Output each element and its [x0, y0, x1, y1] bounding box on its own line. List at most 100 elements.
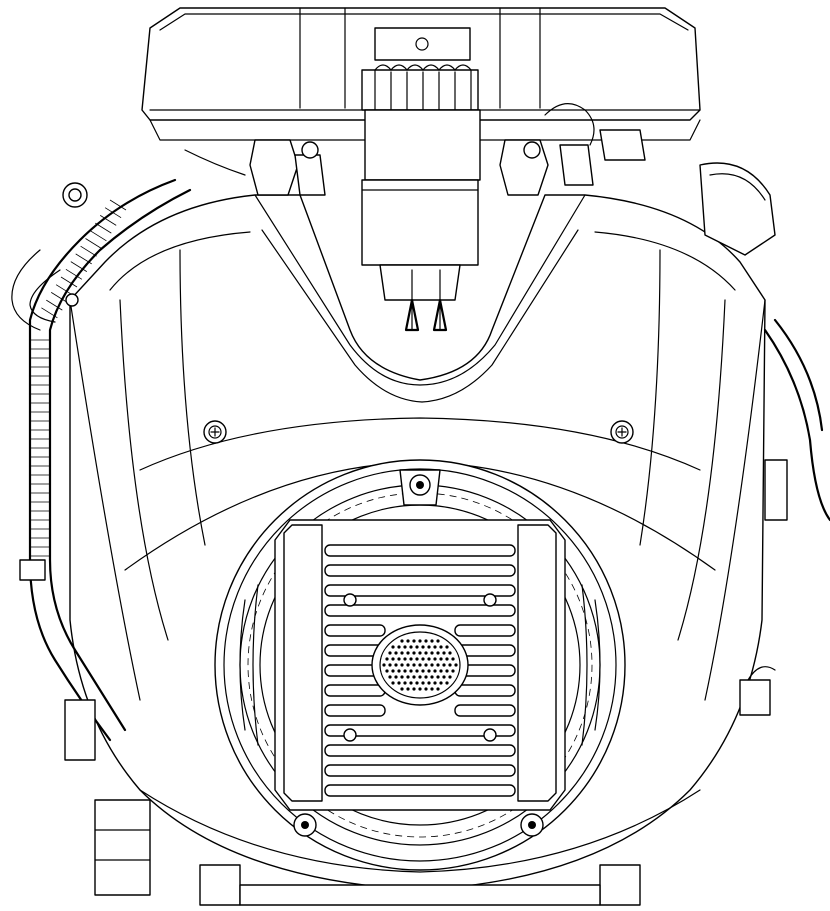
- mesh-hole: [430, 663, 434, 667]
- mesh-hole: [421, 657, 425, 661]
- mesh-hole: [400, 687, 404, 691]
- mesh-hole: [433, 681, 437, 685]
- hose-rib: [90, 230, 107, 242]
- fuel-injector-right: [499, 103, 646, 196]
- mesh-hole: [400, 663, 404, 667]
- mesh-hole: [412, 687, 416, 691]
- mesh-hole: [439, 669, 443, 673]
- grille-slat: [324, 764, 516, 777]
- mesh-hole: [391, 669, 395, 673]
- hose-rib: [85, 238, 102, 249]
- bolt-left: [203, 420, 227, 444]
- hose-rib: [75, 253, 92, 265]
- hose-rib: [60, 276, 78, 288]
- mesh-hole: [394, 663, 398, 667]
- mesh-hole: [415, 657, 419, 661]
- grille-slat: [324, 784, 516, 797]
- mesh-hole: [448, 651, 452, 655]
- mesh-hole: [397, 669, 401, 673]
- grille-slat: [324, 544, 516, 557]
- mesh-hole: [412, 651, 416, 655]
- hose-rib: [95, 222, 112, 234]
- mesh-hole: [388, 675, 392, 679]
- mesh-hole: [445, 681, 449, 685]
- mesh-hole: [418, 663, 422, 667]
- mesh-hole: [436, 651, 440, 655]
- mesh-hole: [430, 675, 434, 679]
- mesh-hole: [439, 645, 443, 649]
- mesh-hole: [436, 639, 440, 643]
- mesh-hole: [403, 669, 407, 673]
- mesh-hole: [454, 663, 458, 667]
- mesh-hole: [451, 669, 455, 673]
- grille-slat: [324, 604, 516, 617]
- grille-slat: [324, 724, 516, 737]
- mesh-hole: [391, 681, 395, 685]
- mesh-hole: [424, 639, 428, 643]
- mesh-hole: [394, 675, 398, 679]
- mesh-hole: [448, 675, 452, 679]
- mesh-hole: [424, 651, 428, 655]
- engine-base: [64, 699, 641, 906]
- mesh-hole: [418, 639, 422, 643]
- hub-mesh: [382, 639, 458, 691]
- mesh-hole: [415, 681, 419, 685]
- hose-rib: [104, 207, 122, 219]
- mesh-hole: [424, 675, 428, 679]
- mesh-hole: [412, 639, 416, 643]
- mesh-hole: [400, 651, 404, 655]
- mesh-hole: [409, 657, 413, 661]
- mesh-hole: [403, 645, 407, 649]
- mesh-hole: [397, 681, 401, 685]
- hose-rib: [55, 284, 73, 296]
- mesh-hole: [448, 663, 452, 667]
- mesh-hole: [445, 669, 449, 673]
- mesh-hole: [442, 651, 446, 655]
- mesh-hole: [409, 681, 413, 685]
- mesh-hole: [382, 663, 386, 667]
- grille-slat: [324, 564, 516, 577]
- mesh-hole: [439, 657, 443, 661]
- grille-slats: [324, 544, 516, 797]
- hose-rib: [41, 307, 58, 319]
- grille-slat: [324, 744, 516, 757]
- flywheel-screen: [214, 459, 626, 871]
- mesh-hole: [388, 651, 392, 655]
- grille-slat: [324, 704, 386, 717]
- wiring-harness-left: [11, 178, 192, 742]
- mesh-hole: [415, 669, 419, 673]
- hose-rib: [65, 268, 83, 280]
- mesh-hole: [391, 657, 395, 661]
- mesh-hole: [409, 645, 413, 649]
- mesh-hole: [430, 651, 434, 655]
- mesh-hole: [451, 657, 455, 661]
- grille-slat: [324, 624, 386, 637]
- mesh-hole: [412, 663, 416, 667]
- right-side-components: [699, 162, 830, 716]
- mesh-hole: [433, 645, 437, 649]
- grille-bolts: [343, 593, 497, 742]
- grille-slat: [324, 684, 386, 697]
- grille-slat: [454, 704, 516, 717]
- mesh-hole: [442, 675, 446, 679]
- mesh-hole: [388, 663, 392, 667]
- hose-rib: [50, 292, 68, 303]
- mesh-hole: [385, 669, 389, 673]
- mesh-hole: [436, 663, 440, 667]
- air-cleaner-cover: [141, 7, 701, 141]
- mesh-hole: [418, 687, 422, 691]
- hose-rib: [99, 215, 117, 226]
- mesh-hole: [445, 657, 449, 661]
- mesh-hole: [385, 657, 389, 661]
- mesh-hole: [427, 669, 431, 673]
- mesh-hole: [418, 675, 422, 679]
- mesh-hole: [403, 681, 407, 685]
- mesh-hole: [415, 645, 419, 649]
- grille-slat: [324, 584, 516, 597]
- mesh-hole: [424, 663, 428, 667]
- mesh-hole: [433, 669, 437, 673]
- mesh-hole: [406, 639, 410, 643]
- mesh-hole: [445, 645, 449, 649]
- mesh-hole: [418, 651, 422, 655]
- grille-slat: [454, 624, 516, 637]
